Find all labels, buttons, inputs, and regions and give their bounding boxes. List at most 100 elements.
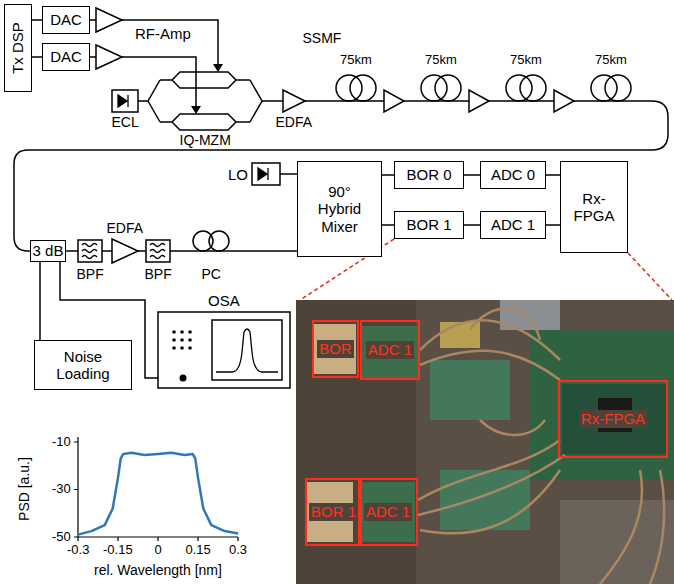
photo-shade <box>296 300 416 584</box>
cable <box>420 351 560 380</box>
dac-box: DAC <box>42 6 90 34</box>
amplifier <box>96 8 122 32</box>
psd-plot <box>74 437 238 541</box>
key-dot <box>172 338 176 342</box>
photo-callout: BOR <box>312 320 359 378</box>
adc-board <box>361 482 415 542</box>
node-text: BOR <box>317 340 354 357</box>
components <box>78 8 574 388</box>
fpga-area <box>562 384 666 454</box>
laser-diode <box>118 95 127 107</box>
connector <box>546 174 560 176</box>
connector <box>382 224 394 226</box>
node-text: BOR 1 <box>406 216 451 233</box>
key-dot <box>180 330 184 334</box>
node-text: Rx-FPGA <box>579 410 647 427</box>
node-text: ADC 1 <box>491 216 535 233</box>
edfa <box>112 239 138 263</box>
node-text: 3 dB <box>33 242 64 259</box>
edfa <box>469 90 489 112</box>
bpf <box>146 240 170 262</box>
photo-callout: ADC 1 <box>360 320 420 380</box>
coupler-box: 3 dB <box>30 240 66 262</box>
plot-axes <box>74 437 238 541</box>
wire <box>90 20 96 57</box>
bor-board <box>314 324 356 374</box>
key-dot <box>172 330 176 334</box>
photo-ground <box>296 300 674 584</box>
cable <box>480 420 545 435</box>
laser-box <box>112 90 138 112</box>
node-text: 90° Hybrid Mixer <box>310 183 370 235</box>
fpga-box: Rx-FPGA <box>560 161 628 253</box>
node-text: ADC 1 <box>366 341 414 358</box>
filter-symbol <box>82 244 97 259</box>
circuit-board <box>440 470 530 530</box>
fiber-label: SSMF <box>303 30 342 46</box>
connector <box>464 174 480 176</box>
laser-box <box>252 163 280 185</box>
axis-title: rel. Wavelength [nm] <box>94 562 222 578</box>
cable <box>600 470 642 584</box>
leader-line <box>628 253 672 300</box>
key-dot <box>188 330 192 334</box>
span-length: 75km <box>425 53 457 68</box>
laser-diode <box>127 95 128 107</box>
optical-path <box>14 20 668 378</box>
fiber-spool <box>591 75 617 101</box>
arrowhead <box>213 64 223 72</box>
osa-keys <box>172 330 192 381</box>
osa-box <box>158 312 290 388</box>
span-length: 75km <box>340 53 372 68</box>
adc-box: ADC 0 <box>480 161 546 189</box>
controller-label: PC <box>202 266 221 282</box>
photo-callout: BOR 1 <box>305 478 362 546</box>
receiver-box: BOR 1 <box>394 211 464 239</box>
laser-label: LO <box>228 166 248 183</box>
cables <box>418 309 664 584</box>
noise-box: Noise Loading <box>34 340 132 390</box>
fiber-spool <box>336 75 362 101</box>
circuit-board <box>430 360 510 420</box>
tick-label: 0.3 <box>229 543 247 558</box>
pc-loop <box>193 231 213 251</box>
photo-callout: Rx-FPGA <box>558 380 668 458</box>
node-text: DAC <box>50 48 82 65</box>
tick-label: 0 <box>155 543 162 558</box>
filter-label: BPF <box>145 266 172 282</box>
edfa <box>554 90 574 112</box>
node-text: BOR 0 <box>406 166 451 183</box>
cable <box>650 470 664 584</box>
tick-label: -30 <box>52 482 71 497</box>
axis-title: PSD [a.u.] <box>16 457 32 521</box>
filter-label: BPF <box>77 266 104 282</box>
fiber-spool <box>421 75 447 101</box>
spectrum-trace <box>216 329 278 372</box>
fiber-spool <box>435 75 461 101</box>
connector <box>546 224 560 226</box>
symbols <box>82 95 278 372</box>
psd-curve <box>78 453 238 535</box>
instrument-label: OSA <box>208 292 240 309</box>
node-text: Noise Loading <box>48 348 118 383</box>
modulator-label: IQ-MZM <box>180 132 231 148</box>
mzm-outer <box>138 80 283 122</box>
tick-label: -0.15 <box>103 543 133 558</box>
key-dot <box>188 346 192 350</box>
hybrid-box: 90° Hybrid Mixer <box>297 161 382 257</box>
osa-screen <box>212 320 282 380</box>
cable <box>420 470 560 533</box>
key-dot <box>172 346 176 350</box>
fiber <box>280 173 297 175</box>
pc-loop <box>209 231 229 251</box>
laser-diode <box>258 168 267 180</box>
amp-label: EDFA <box>107 220 144 236</box>
node-text: Tx DSP <box>9 22 26 74</box>
connector <box>382 174 394 176</box>
span-length: 75km <box>510 53 542 68</box>
filter-symbol <box>150 244 165 259</box>
adc-board <box>362 326 418 378</box>
arrowhead <box>191 106 201 114</box>
cable <box>470 309 540 340</box>
